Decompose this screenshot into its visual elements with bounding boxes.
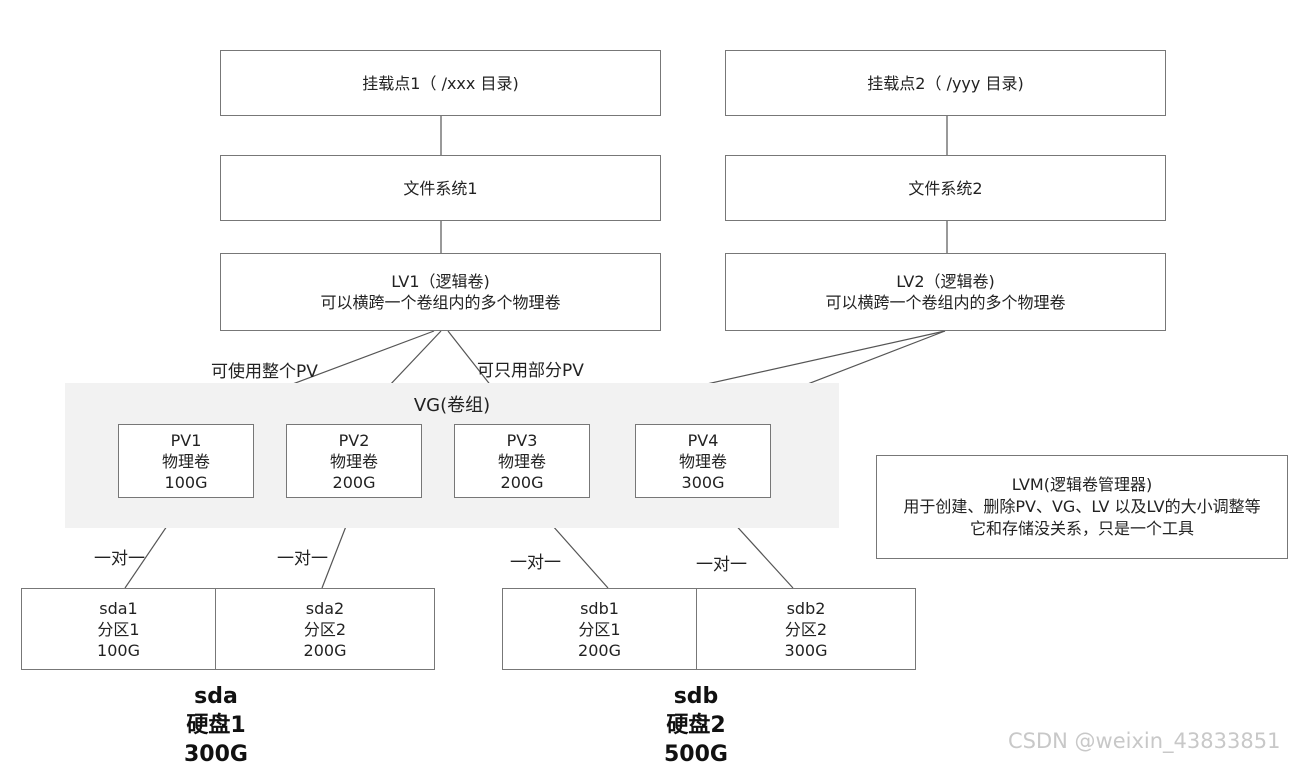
sda1-type: 分区1	[97, 619, 140, 639]
pv4-box: PV4 物理卷 300G	[635, 424, 771, 498]
pv4-type: 物理卷	[678, 451, 727, 471]
sdb1-size: 200G	[578, 640, 621, 660]
sdb1-name: sdb1	[580, 598, 619, 618]
disk-sdb-size: 500G	[664, 742, 728, 767]
sda2-size: 200G	[303, 640, 347, 660]
one-to-one-label-1: 一对一	[94, 549, 145, 569]
pv2-size: 200G	[332, 472, 376, 492]
pv3-size: 200G	[500, 472, 544, 492]
one-to-one-label-2: 一对一	[277, 549, 328, 569]
disk-sda-name: sda	[194, 684, 238, 709]
mount-point-1-label: 挂载点1（ /xxx 目录)	[362, 73, 519, 93]
sdb2-name: sdb2	[786, 598, 826, 618]
csdn-watermark: CSDN @weixin_43833851	[1008, 729, 1281, 753]
mount-point-2-label: 挂载点2（ /yyy 目录)	[867, 73, 1024, 93]
partition-sdb1-box: sdb1 分区1 200G	[502, 588, 697, 670]
sda1-size: 100G	[97, 640, 140, 660]
sdb2-type: 分区2	[784, 619, 828, 639]
edge-label-partial-pv: 可只用部分PV	[477, 361, 584, 381]
pv3-box: PV3 物理卷 200G	[454, 424, 590, 498]
disk-sdb-type: 硬盘2	[666, 713, 726, 738]
sda2-type: 分区2	[303, 619, 347, 639]
filesystem-1-box: 文件系统1	[220, 155, 661, 221]
lv1-title: LV1（逻辑卷)	[391, 272, 490, 291]
pv3-type: 物理卷	[497, 451, 546, 471]
pv1-box: PV1 物理卷 100G	[118, 424, 254, 498]
one-to-one-label-4: 一对一	[696, 555, 747, 575]
partition-sda2-box: sda2 分区2 200G	[215, 588, 435, 670]
lv1-box: LV1（逻辑卷) 可以横跨一个卷组内的多个物理卷	[220, 253, 661, 331]
lv1-desc: 可以横跨一个卷组内的多个物理卷	[320, 293, 561, 312]
pv2-type: 物理卷	[329, 451, 378, 471]
disk-sdb-name: sdb	[673, 684, 719, 709]
mount-point-1-box: 挂载点1（ /xxx 目录)	[220, 50, 661, 116]
lv2-box: LV2（逻辑卷) 可以横跨一个卷组内的多个物理卷	[725, 253, 1166, 331]
sda1-name: sda1	[99, 598, 138, 618]
mount-point-2-box: 挂载点2（ /yyy 目录)	[725, 50, 1166, 116]
partition-sdb2-box: sdb2 分区2 300G	[696, 588, 916, 670]
one-to-one-label-3: 一对一	[510, 553, 561, 573]
filesystem-2-label: 文件系统2	[908, 178, 983, 198]
pv1-type: 物理卷	[161, 451, 210, 471]
disk-sdb-label: sdb 硬盘2 500G	[636, 682, 756, 769]
lvm-note-box: LVM(逻辑卷管理器) 用于创建、删除PV、VG、LV 以及LV的大小调整等 它…	[876, 455, 1288, 559]
lvm-note-title: LVM(逻辑卷管理器)	[1011, 475, 1153, 494]
disk-sda-size: 300G	[184, 742, 248, 767]
sdb2-size: 300G	[784, 640, 828, 660]
filesystem-2-box: 文件系统2	[725, 155, 1166, 221]
disk-sda-label: sda 硬盘1 300G	[156, 682, 276, 769]
disk-sda-type: 硬盘1	[186, 713, 246, 738]
pv2-box: PV2 物理卷 200G	[286, 424, 422, 498]
edge-label-full-pv: 可使用整个PV	[211, 362, 318, 382]
sdb1-type: 分区1	[578, 619, 621, 639]
pv1-name: PV1	[170, 430, 202, 450]
pv1-size: 100G	[164, 472, 208, 492]
lv2-desc: 可以横跨一个卷组内的多个物理卷	[825, 293, 1066, 312]
partition-sda1-box: sda1 分区1 100G	[21, 588, 216, 670]
vg-label: VG(卷组)	[413, 395, 491, 416]
pv3-name: PV3	[506, 430, 538, 450]
lvm-note-line2: 它和存储没关系，只是一个工具	[969, 519, 1194, 538]
sda2-name: sda2	[305, 598, 345, 618]
filesystem-1-label: 文件系统1	[403, 178, 478, 198]
lv2-title: LV2（逻辑卷)	[896, 272, 995, 291]
pv4-size: 300G	[681, 472, 725, 492]
lvm-note-line1: 用于创建、删除PV、VG、LV 以及LV的大小调整等	[903, 497, 1261, 516]
pv2-name: PV2	[338, 430, 370, 450]
pv4-name: PV4	[687, 430, 719, 450]
